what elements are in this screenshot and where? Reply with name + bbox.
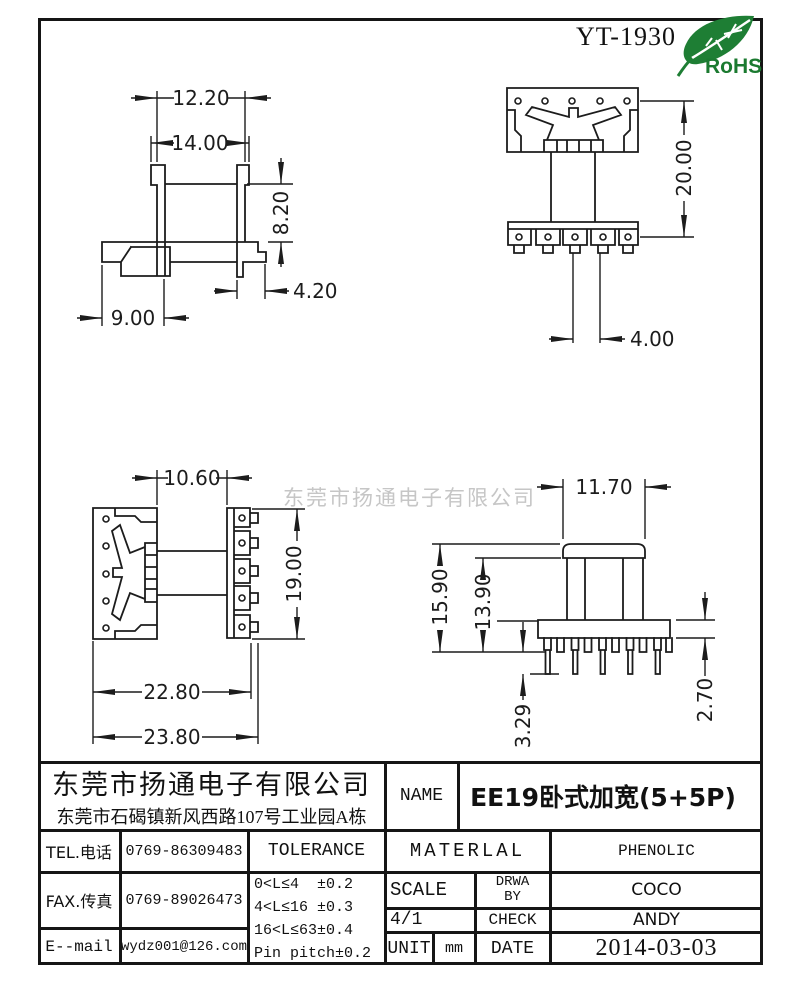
check-label: CHECK (488, 911, 537, 929)
rohs-logo: RoHS (676, 15, 762, 78)
material-value: PHENOLIC (618, 842, 695, 860)
watermark: 东莞市扬通电子有限公司 (283, 486, 536, 510)
tolerance-label: TOLERANCE (267, 841, 366, 861)
view-top: 20.00 4.00 (506, 87, 696, 351)
drawn-by-value: COCO (631, 880, 682, 900)
tel-label: TEL.电话 (46, 843, 112, 862)
view-front: 11.70 15.90 13.90 2.70 3.29 (428, 475, 717, 748)
date-value: 2014-03-03 (595, 935, 718, 961)
dim-label: 8.20 (269, 191, 293, 236)
dim-label: 12.20 (172, 86, 229, 110)
dim-label: 11.70 (575, 475, 632, 499)
fax-label: FAX.传真 (45, 892, 113, 911)
dim-label: 2.70 (693, 678, 717, 723)
check-value: ANDY (633, 910, 680, 930)
scale-label: SCALE (390, 879, 448, 901)
name-label: NAME (399, 786, 444, 806)
dim-label: 20.00 (672, 139, 696, 196)
dim-label: 14.00 (171, 131, 228, 155)
dim-label: 4.20 (293, 279, 338, 303)
fax-value: 0769-89026473 (125, 891, 243, 909)
dim-label: 15.90 (428, 568, 452, 625)
material-label: MATERLAL (409, 840, 526, 862)
unit-label: UNIT (387, 938, 431, 959)
scale-value: 4/1 (390, 910, 423, 930)
dim-label: 4.00 (630, 327, 675, 351)
dim-label: 19.00 (282, 545, 306, 602)
tel-value: 0769-86309483 (125, 842, 243, 860)
part-number: YT-1930 (576, 22, 676, 51)
company-name: 东莞市扬通电子有限公司 (52, 769, 371, 800)
company-address: 东莞市石碣镇新风西路107号工业园A栋 (56, 806, 367, 827)
dim-label: 3.29 (511, 704, 535, 749)
email-label: E--mail (45, 937, 113, 956)
dim-label: 9.00 (111, 306, 156, 330)
dim-label: 22.80 (143, 680, 200, 704)
dim-label: 23.80 (143, 725, 200, 749)
dim-label: 10.60 (163, 466, 220, 490)
tolerance-values: 0<L≤4 ±0.2 4<L≤16 ±0.3 16<L≤63±0.4 Pin p… (254, 875, 372, 962)
email-value: wydz001@126.com (120, 938, 248, 955)
view-side-rotated: 10.60 19.00 22.80 23.80 (92, 466, 306, 749)
unit-value: mm (444, 940, 463, 957)
drawn-by-label: DRWA BY (495, 874, 530, 905)
rohs-text: RoHS (705, 55, 762, 78)
date-label: DATE (490, 938, 535, 959)
dim-label: 13.90 (471, 573, 495, 630)
part-name: EE19卧式加宽(5+5P) (470, 783, 736, 812)
view-side: 12.20 14.00 8.20 4.20 9.00 (77, 86, 338, 330)
drawing-border (38, 18, 763, 965)
